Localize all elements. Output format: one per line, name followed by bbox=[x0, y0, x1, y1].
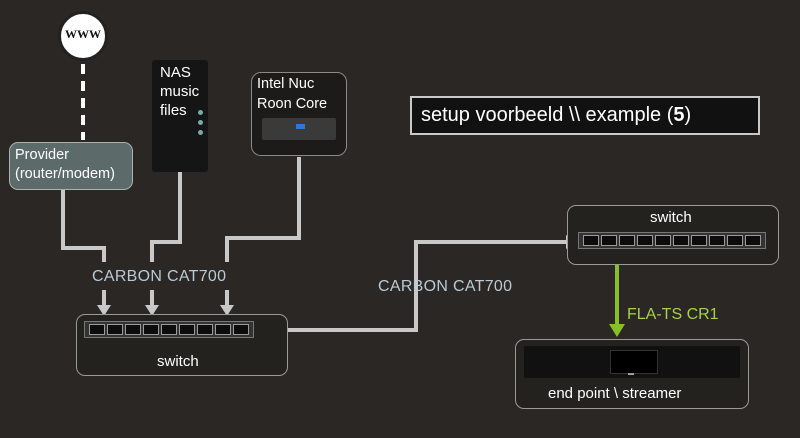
provider-wire bbox=[61, 190, 106, 262]
nas-label: NAS music files bbox=[160, 63, 199, 120]
cable-label-left: CARBON CAT700 bbox=[92, 268, 227, 285]
nuc-box bbox=[251, 72, 347, 156]
nuc-device-icon bbox=[262, 118, 336, 140]
streamer-logo-icon: ▬ bbox=[628, 371, 634, 377]
endpoint-label: end point \ streamer bbox=[548, 385, 682, 402]
nas-led bbox=[198, 120, 203, 125]
globe-label: WWW bbox=[65, 27, 101, 41]
switch-port bbox=[745, 235, 761, 246]
streamer-device-icon: ▬ bbox=[524, 346, 740, 378]
title-prefix: setup voorbeeld \\ example ( bbox=[421, 104, 674, 126]
switch-port bbox=[143, 324, 159, 335]
provider-line1: Provider bbox=[15, 147, 69, 163]
switch-port bbox=[655, 235, 671, 246]
streamer-display-icon bbox=[610, 350, 658, 374]
nas-device-icon bbox=[152, 60, 208, 172]
nas-wire bbox=[150, 172, 182, 262]
switch-main-label: switch bbox=[157, 353, 199, 370]
nuc-line1: Intel Nuc bbox=[257, 76, 315, 92]
nuc-line2: Roon Core bbox=[257, 96, 328, 112]
nuc-wire bbox=[225, 157, 301, 262]
switch-port bbox=[727, 235, 743, 246]
title-suffix: ) bbox=[684, 104, 692, 126]
page-title: setup voorbeeld \\ example (5) bbox=[410, 96, 760, 135]
switch-port bbox=[197, 324, 213, 335]
arrow-head-2 bbox=[145, 305, 159, 316]
cable-label-middle: CARBON CAT700 bbox=[378, 278, 513, 295]
switch-port bbox=[107, 324, 123, 335]
switch-ports bbox=[84, 321, 254, 338]
switch-port bbox=[601, 235, 617, 246]
switch-port bbox=[709, 235, 725, 246]
nas-line3: files bbox=[160, 102, 187, 119]
switch-port bbox=[125, 324, 141, 335]
switch-remote-label: switch bbox=[650, 209, 692, 226]
green-cable-label: FLA-TS CR1 bbox=[627, 306, 719, 323]
switch-port bbox=[89, 324, 105, 335]
switch-port bbox=[215, 324, 231, 335]
switch-ports bbox=[578, 232, 766, 249]
switch-port bbox=[233, 324, 249, 335]
globe-icon: WWW bbox=[58, 11, 108, 61]
arrow-head-3 bbox=[220, 305, 234, 316]
nas-line1: NAS bbox=[160, 64, 191, 81]
nas-line2: music bbox=[160, 83, 200, 100]
switch-port bbox=[637, 235, 653, 246]
switch-main: switch bbox=[76, 314, 288, 376]
switch-port bbox=[691, 235, 707, 246]
green-arrow-head bbox=[609, 324, 625, 337]
switch-port bbox=[179, 324, 195, 335]
provider-line2: (router/modem) bbox=[15, 166, 115, 182]
switch-uplink-wire bbox=[288, 240, 568, 332]
switch-port bbox=[583, 235, 599, 246]
switch-port bbox=[673, 235, 689, 246]
switch-port bbox=[619, 235, 635, 246]
title-number: 5 bbox=[673, 104, 685, 126]
nas-led bbox=[198, 130, 203, 135]
provider-box: Provider (router/modem) bbox=[9, 142, 133, 190]
arrow-head-1 bbox=[97, 305, 111, 316]
switch-port bbox=[161, 324, 177, 335]
usb-port-icon bbox=[296, 124, 305, 129]
nas-led bbox=[198, 110, 203, 115]
nuc-label: Intel Nuc Roon Core bbox=[257, 74, 327, 114]
switch-remote: switch bbox=[567, 205, 779, 265]
